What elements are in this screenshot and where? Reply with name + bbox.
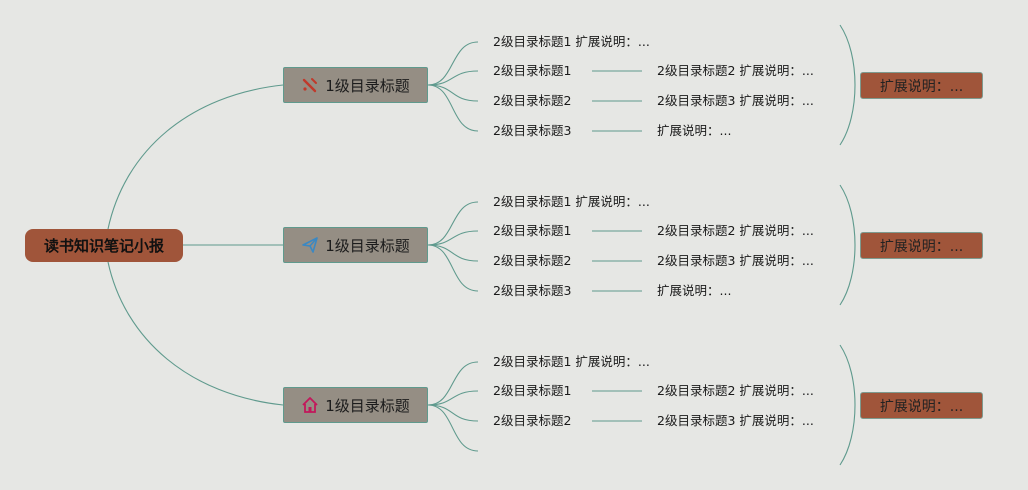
sub-item-child[interactable]: 2级目录标题2 扩展说明：... — [657, 63, 814, 78]
connector-branch-2-item-4 — [427, 244, 479, 292]
connector-branch-1-item-3 — [427, 84, 479, 102]
connector-branch-3-item-2 — [427, 390, 479, 406]
summary-label: 扩展说明：... — [879, 78, 964, 95]
sub-item[interactable]: 2级目录标题1 — [493, 63, 572, 78]
branch-label: 1级目录标题 — [325, 236, 410, 255]
connector-branch-2-item-2 — [427, 230, 479, 246]
branch-label: 1级目录标题 — [325, 396, 410, 415]
sub-item-child[interactable]: 2级目录标题3 扩展说明：... — [657, 253, 814, 268]
connector-branch-1-item-2 — [427, 70, 479, 86]
branch-node-1[interactable]: 1级目录标题 — [283, 67, 428, 103]
sub-item-child[interactable]: 2级目录标题2 扩展说明：... — [657, 223, 814, 238]
sub-item-child[interactable]: 扩展说明：... — [657, 123, 732, 138]
sub-item[interactable]: 2级目录标题3 — [493, 283, 572, 298]
connector-branch-3-item-1 — [427, 361, 479, 406]
summary-brace-1 — [839, 24, 856, 146]
summary-label: 扩展说明：... — [879, 238, 964, 255]
summary-label: 扩展说明：... — [879, 398, 964, 415]
branch-node-2[interactable]: 1级目录标题 — [283, 227, 428, 263]
home-icon — [301, 396, 319, 414]
sub-item[interactable]: 2级目录标题1 扩展说明：... — [493, 354, 650, 369]
summary-brace-3 — [839, 344, 856, 466]
sub-item-child[interactable]: 2级目录标题2 扩展说明：... — [657, 383, 814, 398]
summary-brace-2 — [839, 184, 856, 306]
sub-item[interactable]: 2级目录标题2 — [493, 93, 572, 108]
sub-item[interactable]: 2级目录标题2 — [493, 253, 572, 268]
branch-node-3[interactable]: 1级目录标题 — [283, 387, 428, 423]
summary-node-2[interactable]: 扩展说明：... — [860, 232, 983, 259]
connector-branch-2-item-1 — [427, 201, 479, 246]
root-node[interactable]: 读书知识笔记小报 — [25, 229, 183, 262]
branch-label: 1级目录标题 — [325, 76, 410, 95]
connector-branch-3-item-4 — [427, 404, 479, 452]
summary-node-1[interactable]: 扩展说明：... — [860, 72, 983, 99]
paper-plane-icon — [301, 236, 319, 254]
connector-branch-3-item-3 — [427, 404, 479, 422]
summary-node-3[interactable]: 扩展说明：... — [860, 392, 983, 419]
sub-item[interactable]: 2级目录标题2 — [493, 413, 572, 428]
pencil-icon — [301, 76, 319, 94]
sub-item[interactable]: 2级目录标题3 — [493, 123, 572, 138]
connector-root-branch-3 — [107, 261, 284, 406]
sub-item[interactable]: 2级目录标题1 — [493, 223, 572, 238]
connector-branch-2-item-3 — [427, 244, 479, 262]
sub-item-child[interactable]: 2级目录标题3 扩展说明：... — [657, 93, 814, 108]
sub-item[interactable]: 2级目录标题1 — [493, 383, 572, 398]
connector-root-branch-1 — [107, 84, 284, 230]
sub-item[interactable]: 2级目录标题1 扩展说明：... — [493, 34, 650, 49]
sub-item-child[interactable]: 扩展说明：... — [657, 283, 732, 298]
sub-item-child[interactable]: 2级目录标题3 扩展说明：... — [657, 413, 814, 428]
connector-branch-1-item-1 — [427, 41, 479, 86]
connector-branch-1-item-4 — [427, 84, 479, 132]
sub-item[interactable]: 2级目录标题1 扩展说明：... — [493, 194, 650, 209]
root-label: 读书知识笔记小报 — [43, 237, 164, 255]
